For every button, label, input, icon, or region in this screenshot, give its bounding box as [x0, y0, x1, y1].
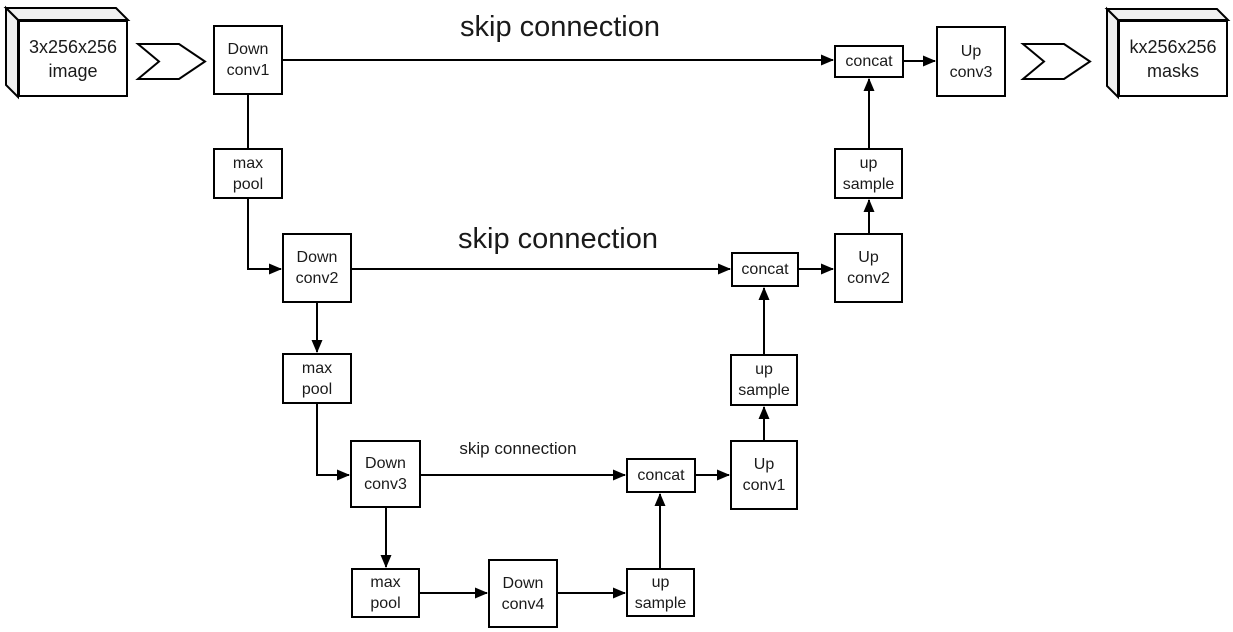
input-chevron-icon — [135, 43, 207, 80]
output-masks-left-face — [1106, 6, 1119, 100]
skip-connection-3-label: skip connection — [459, 439, 577, 458]
output-masks-block: kx256x256 masks — [1118, 20, 1228, 97]
input-image-left-face — [5, 5, 19, 100]
max-pool-2-to-down-conv3-line — [316, 404, 350, 481]
node-up-sample-a: up sample — [626, 568, 695, 617]
node-max-pool-2: max pool — [282, 353, 352, 404]
node-up-sample-c: up sample — [834, 148, 903, 199]
node-up-sample-b: up sample — [730, 354, 798, 406]
output-chevron-icon — [1020, 43, 1092, 80]
node-up-conv3: Up conv3 — [936, 26, 1006, 97]
max-pool-1-to-down-conv2-line — [247, 199, 282, 275]
node-concat-a: concat — [626, 458, 696, 493]
output-masks-top-face — [1104, 8, 1231, 21]
skip-connection-2-label: skip connection — [458, 223, 658, 255]
node-down-conv2: Down conv2 — [282, 233, 352, 303]
node-down-conv1: Down conv1 — [213, 25, 283, 95]
node-up-conv2: Up conv2 — [834, 233, 903, 303]
input-image-top-face — [3, 7, 131, 21]
skip-connection-1-label: skip connection — [460, 11, 660, 43]
node-max-pool-3: max pool — [351, 568, 420, 618]
node-down-conv4: Down conv4 — [488, 559, 558, 628]
node-concat-c: concat — [834, 45, 904, 78]
node-concat-b: concat — [731, 252, 799, 287]
node-max-pool-1: max pool — [213, 148, 283, 199]
input-image-block: 3x256x256 image — [18, 20, 128, 97]
node-down-conv3: Down conv3 — [350, 440, 421, 508]
node-up-conv1: Up conv1 — [730, 440, 798, 510]
